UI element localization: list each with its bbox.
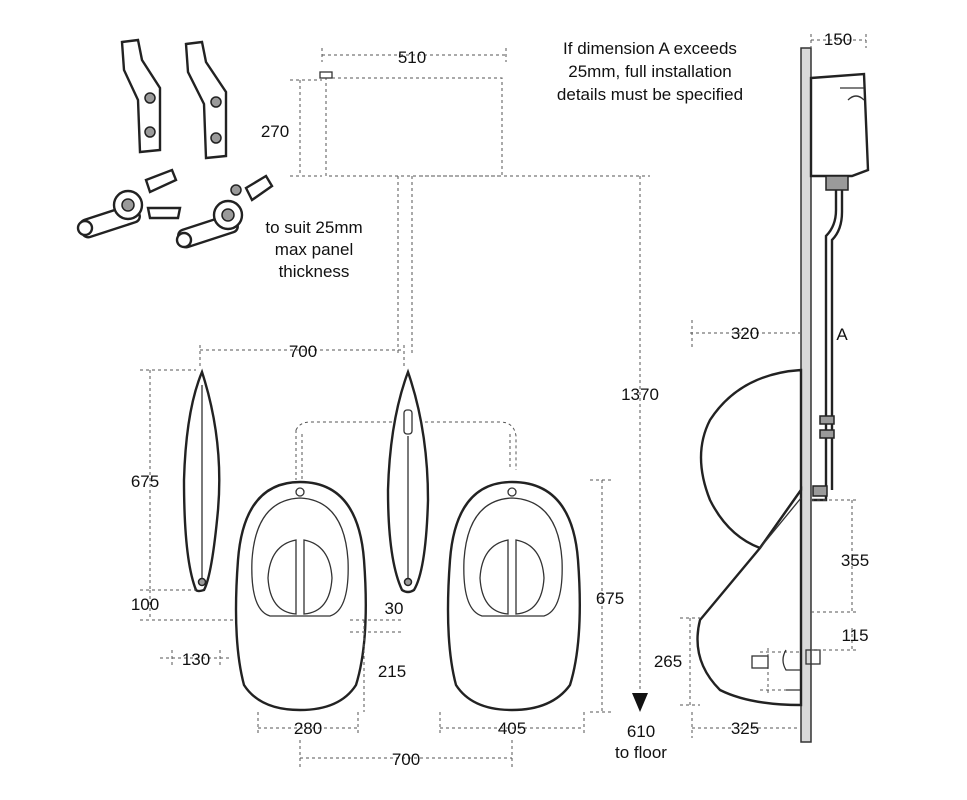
side-trap	[751, 648, 821, 694]
dim-urinal-depth-lower: 215	[378, 662, 406, 681]
fixing-bolt-left	[76, 168, 182, 239]
panel-note-line1: to suit 25mm	[265, 218, 362, 237]
urinal-left	[234, 480, 367, 712]
dim-spacing-bottom: 700	[392, 750, 420, 769]
dim-side-projection-top: 320	[731, 324, 759, 343]
dim-side-325: 325	[731, 719, 759, 738]
floor-arrow-icon	[632, 693, 648, 712]
dim-cistern-height: 270	[261, 122, 289, 141]
wall-section	[800, 47, 812, 743]
dim-floor-label: to floor	[615, 743, 667, 762]
dim-floor-height: 610	[627, 722, 655, 741]
dim-urinal-height: 675	[596, 589, 624, 608]
partition-left	[182, 368, 221, 593]
panel-note-line3: thickness	[279, 262, 350, 281]
dim-partition-height: 675	[131, 472, 159, 491]
dim-side-label-a: A	[836, 325, 848, 344]
dim-a-note-line1: If dimension A exceeds	[563, 39, 737, 58]
dim-partition-bottom: 100	[131, 595, 159, 614]
dim-a-note-line2: 25mm, full installation	[568, 62, 731, 81]
dim-height-rim: 1370	[621, 385, 659, 404]
side-cistern	[809, 72, 870, 502]
urinal-right	[446, 480, 581, 712]
dim-urinal-gap: 30	[385, 599, 404, 618]
panel-note-line2: max panel	[275, 240, 353, 259]
wall-bracket-left	[120, 38, 162, 154]
dim-side-115: 115	[841, 626, 868, 645]
wall-bracket-right	[184, 40, 228, 160]
dim-side-355: 355	[841, 551, 869, 570]
fixing-bolt-right	[175, 174, 274, 249]
dim-spacing-top: 700	[289, 342, 317, 361]
dim-urinal-width-base: 280	[294, 719, 322, 738]
cistern-outline	[290, 48, 517, 480]
dim-urinal-width: 405	[498, 719, 526, 738]
dim-cistern-width: 510	[398, 48, 426, 67]
dim-side-265: 265	[654, 652, 682, 671]
side-urinal-profile	[696, 368, 803, 707]
partition-centre	[386, 368, 430, 594]
dim-partition-width: 130	[182, 650, 210, 669]
dim-a-note-line3: details must be specified	[557, 85, 743, 104]
dim-wall-gap: 150	[824, 30, 852, 49]
